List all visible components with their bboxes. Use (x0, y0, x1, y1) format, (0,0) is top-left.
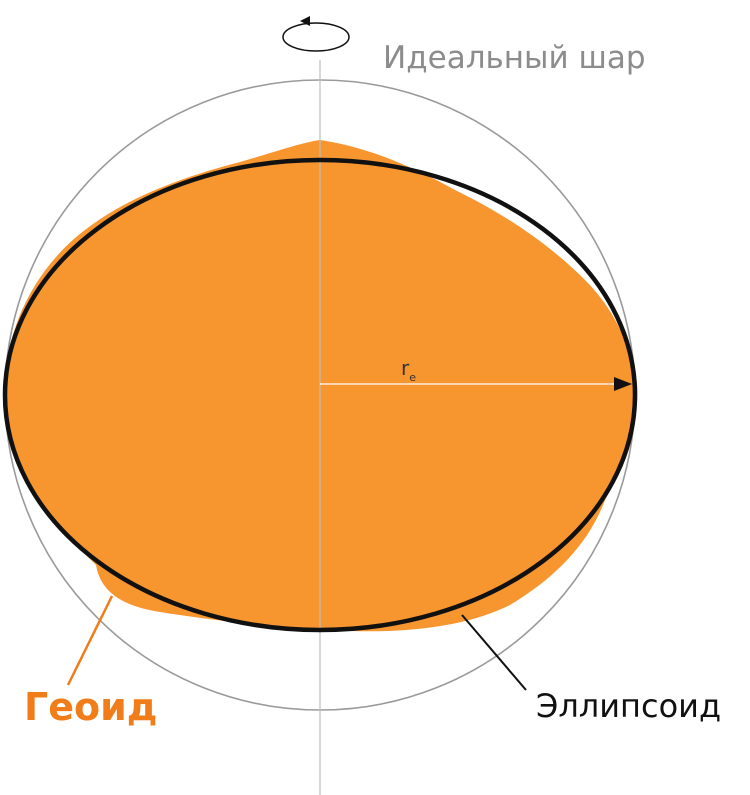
radius-subscript: e (409, 371, 416, 384)
geoid-leader-line (66, 595, 114, 686)
geoid-shape (6, 140, 638, 632)
rotation-arrow-icon (282, 16, 350, 52)
geoid-label: Геоид (24, 685, 157, 729)
ellipsoid-leader-line (461, 614, 527, 691)
ellipsoid-outline (2, 157, 638, 633)
radius-label: re (401, 356, 416, 384)
ideal-sphere-label: Идеальный шар (383, 40, 646, 76)
radius-arrowhead (614, 377, 632, 391)
ellipsoid-label: Эллипсоид (536, 687, 721, 725)
